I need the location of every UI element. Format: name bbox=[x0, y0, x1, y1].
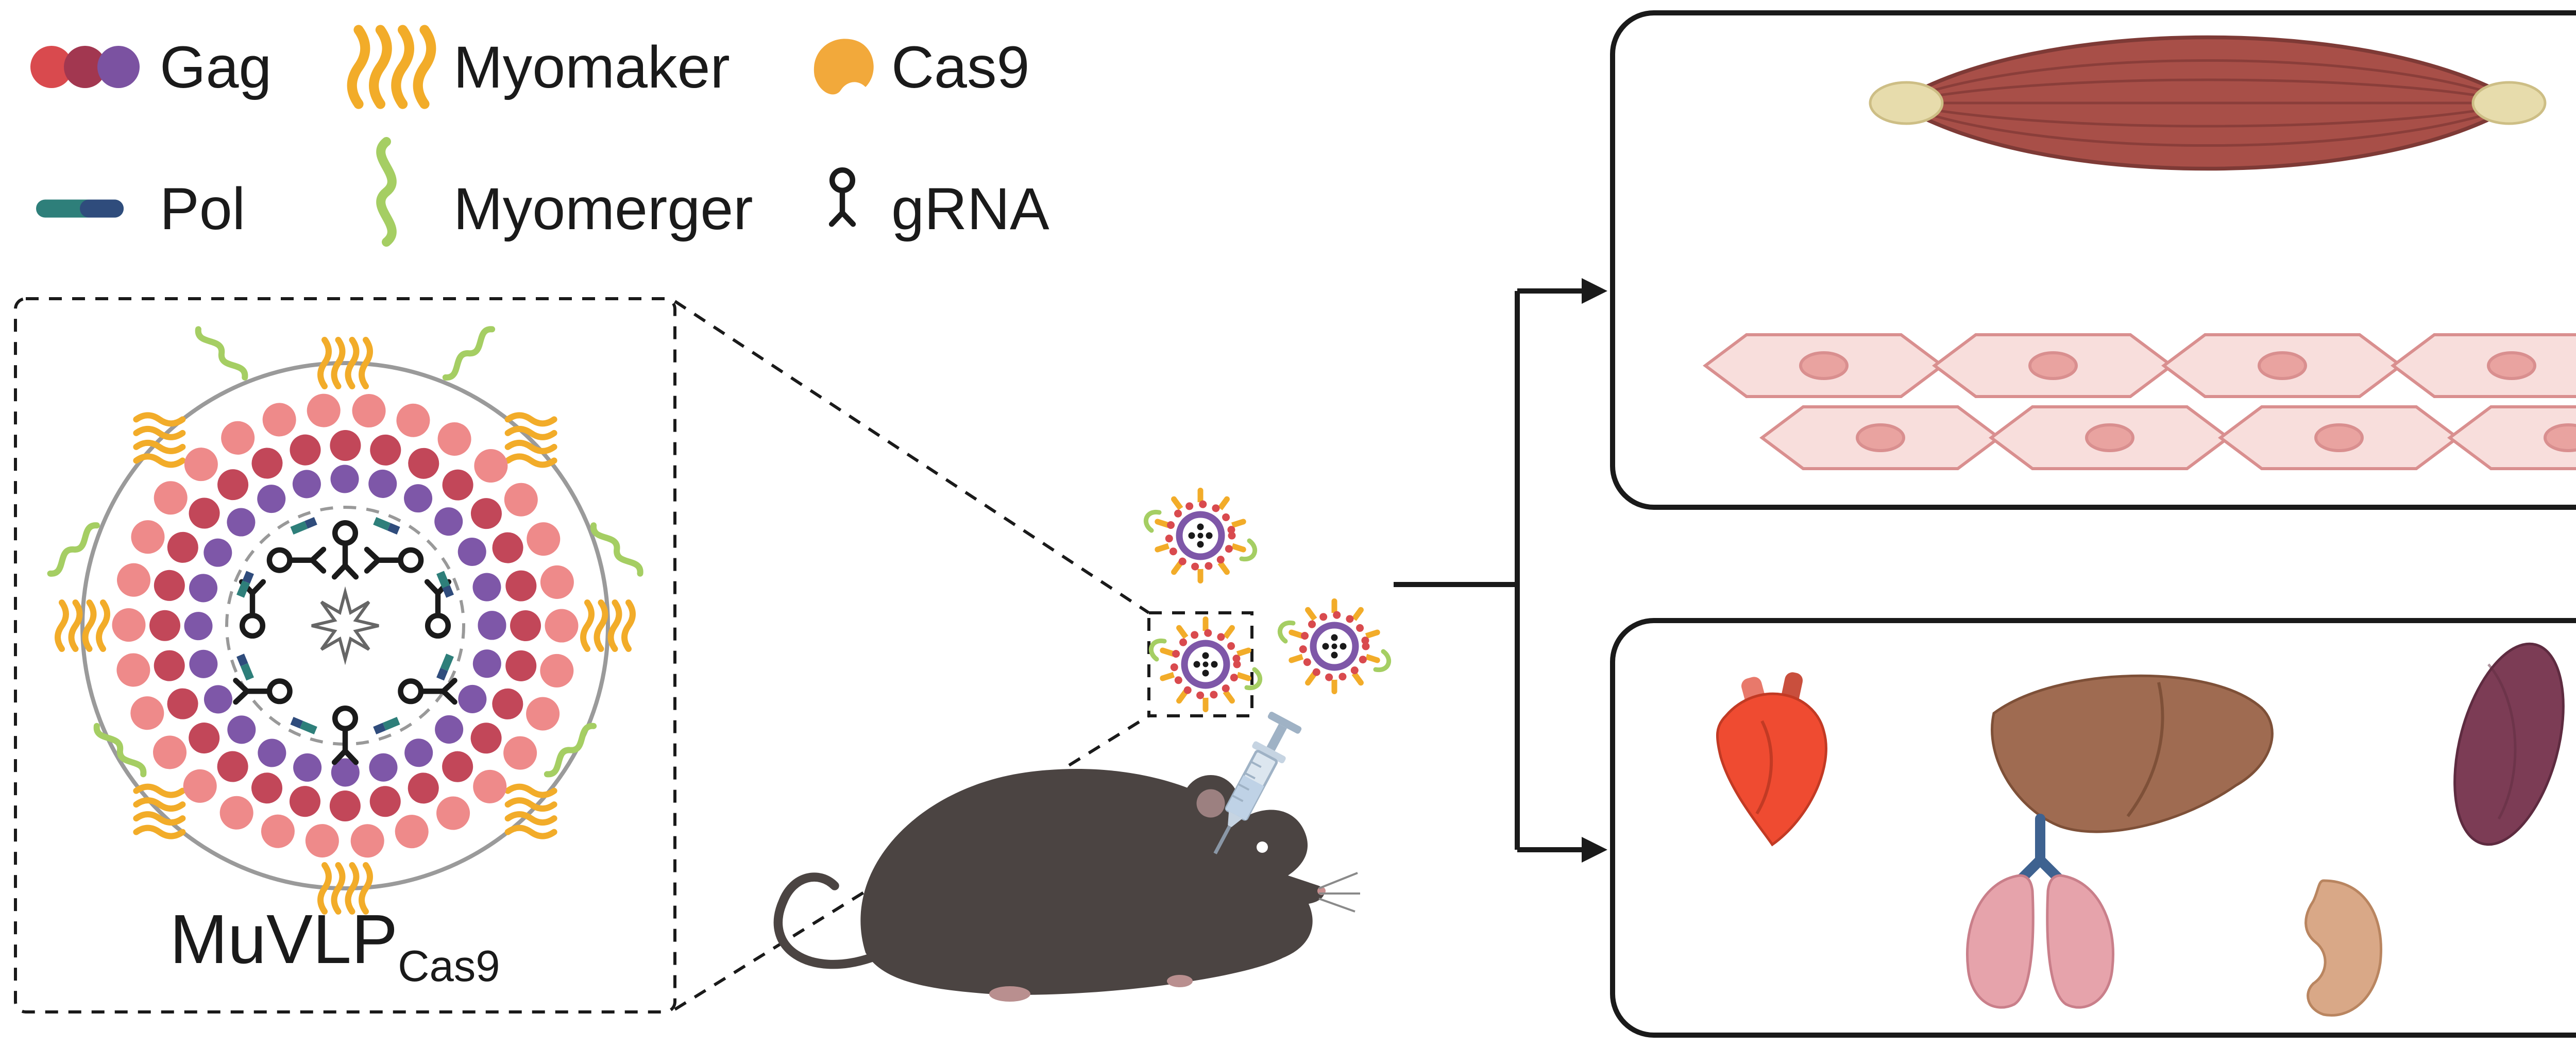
muvlp-box: MuVLPCas9 bbox=[14, 297, 676, 1013]
myomaker-icon bbox=[352, 30, 431, 104]
branch-arrows bbox=[1394, 278, 1607, 863]
injected-vlps bbox=[1146, 491, 1388, 710]
muscle-panel bbox=[1610, 10, 2576, 510]
zoom-line-top bbox=[674, 300, 1150, 614]
organs-panel bbox=[1610, 618, 2576, 1038]
vlp-core-star bbox=[311, 586, 379, 665]
vlp-particle bbox=[1151, 620, 1260, 710]
myomerger-icon bbox=[381, 142, 392, 242]
mouse-hind-foot bbox=[989, 986, 1030, 1002]
legend-label-pol: Pol bbox=[160, 176, 245, 242]
legend-label-myomaker: Myomaker bbox=[453, 35, 730, 100]
legend-label-cas9: Cas9 bbox=[891, 35, 1029, 100]
syringe-icon bbox=[1213, 712, 1302, 854]
cas9-icon bbox=[814, 39, 874, 95]
dashed-box bbox=[14, 297, 676, 1013]
mouse-ear-inner bbox=[1196, 789, 1225, 818]
mouse-front-foot bbox=[1167, 975, 1193, 987]
vlp-particle bbox=[1146, 491, 1255, 581]
lungs-icon bbox=[1966, 814, 2114, 1009]
mouse-whiskers bbox=[1318, 872, 1360, 913]
kidney-icon bbox=[2304, 879, 2382, 1017]
legend: Gag Myomaker Cas9 Pol Myomerger gRNA bbox=[30, 30, 1049, 242]
zoom-square bbox=[1147, 611, 1253, 717]
pol-icon bbox=[36, 199, 124, 218]
vlp-gag-ring-inner bbox=[184, 465, 506, 787]
vlp-particle bbox=[1280, 602, 1388, 692]
legend-label-grna: gRNA bbox=[891, 176, 1049, 242]
tendon-right bbox=[2471, 81, 2547, 125]
vlp-gag-ring-outer bbox=[112, 392, 579, 859]
vlp-pol-cargo bbox=[236, 517, 454, 734]
muvlp-label: MuVLPCas9 bbox=[170, 900, 500, 991]
legend-label-gag: Gag bbox=[160, 35, 272, 100]
gag-icon bbox=[30, 46, 140, 88]
tendon-left bbox=[1869, 81, 1944, 125]
heart-icon bbox=[1716, 672, 1827, 847]
vlp-gag-ring-middle bbox=[149, 430, 541, 821]
legend-label-myomerger: Myomerger bbox=[453, 176, 753, 242]
mouse-tail bbox=[773, 872, 875, 969]
mouse-eye bbox=[1257, 841, 1268, 853]
muvlp-diagram bbox=[47, 327, 642, 912]
liver-icon bbox=[1991, 674, 2274, 833]
mouse-illustration bbox=[773, 712, 1360, 1002]
muscle-cell-sheet bbox=[1703, 333, 2576, 470]
muscle-fiber bbox=[1869, 35, 2547, 171]
spleen-icon bbox=[2453, 642, 2565, 846]
grna-icon bbox=[832, 170, 853, 224]
